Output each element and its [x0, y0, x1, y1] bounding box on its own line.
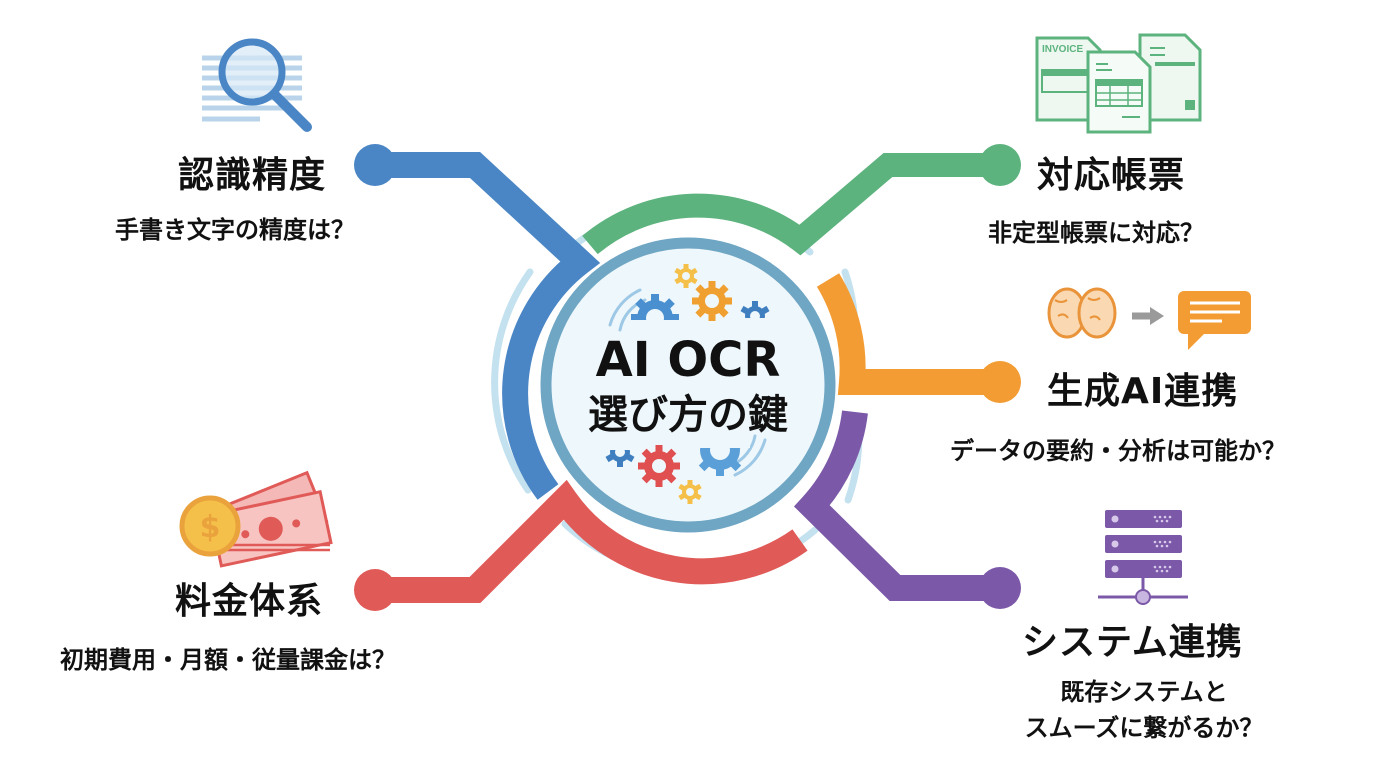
money-coin-icon: $: [179, 470, 333, 568]
node-question-pricing: 初期費用・月額・従量課金は？: [60, 646, 396, 674]
node-question-system: 既存システムと スムーズに繋がるか？: [1005, 674, 1283, 746]
center-title: AI OCR 選び方の鍵: [548, 330, 828, 440]
node-question-forms: 非定型帳票に対応？: [988, 219, 1204, 247]
center-title-line1: AI OCR: [595, 332, 781, 388]
center-title-line2: 選び方の鍵: [588, 392, 788, 438]
server-network-icon: [1098, 510, 1188, 605]
connector-recognition: [354, 144, 601, 500]
node-title-pricing: 料金体系: [175, 581, 324, 622]
node-title-system: システム連携: [1022, 622, 1243, 663]
invoice-documents-icon: INVOICE: [1035, 33, 1202, 134]
connector-system: [793, 410, 1021, 609]
connector-genai: [816, 273, 1021, 403]
connector-pricing: [354, 479, 808, 611]
node-question-genai: データの要約・分析は可能か？: [950, 437, 1286, 465]
gears-top-icon: [625, 264, 773, 340]
magnifier-document-icon: [202, 38, 312, 132]
node-question-recognition: 手書き文字の精度は？: [115, 216, 355, 244]
node-question-system-line2: スムーズに繋がるか？: [1024, 714, 1264, 742]
brain-to-chat-icon: [1047, 287, 1251, 350]
node-title-forms: 対応帳票: [1037, 155, 1186, 196]
gears-bottom-icon: [602, 424, 750, 504]
svg-text:INVOICE: INVOICE: [1042, 44, 1083, 55]
node-title-genai: 生成AI連携: [1047, 371, 1239, 412]
svg-text:$: $: [200, 510, 221, 545]
node-title-recognition: 認識精度: [178, 155, 327, 196]
node-question-system-line1: 既存システムと: [1060, 678, 1228, 706]
connector-forms: [582, 144, 1021, 256]
